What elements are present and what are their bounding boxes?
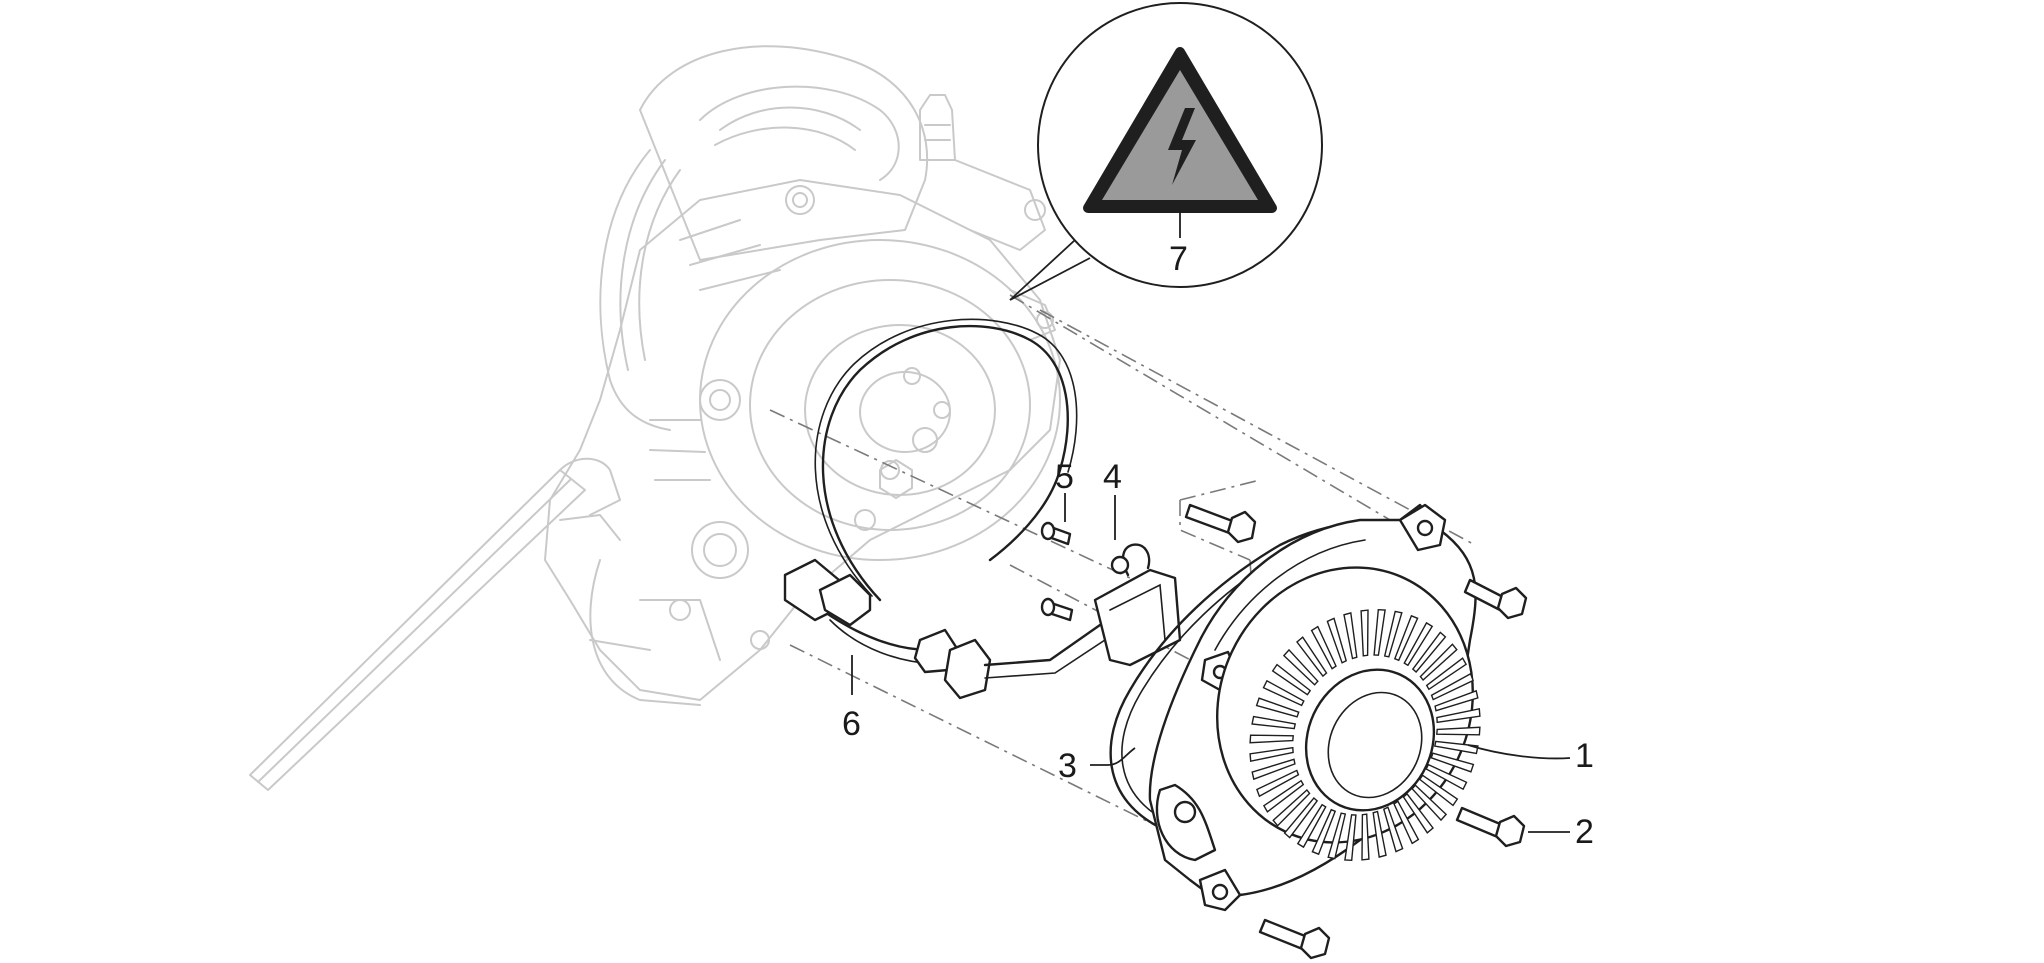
cooling-slot — [1434, 689, 1479, 712]
cooling-slot — [1251, 715, 1297, 730]
cooling-slot — [1327, 812, 1347, 860]
cooling-slot — [1425, 763, 1468, 791]
cooling-slot — [1430, 752, 1475, 773]
cooling-slot — [1256, 769, 1300, 798]
cooling-slot — [1283, 796, 1319, 839]
cooling-slot — [1419, 643, 1458, 682]
cooling-slot — [1311, 808, 1337, 856]
part-1-flywheel-cover — [1148, 503, 1481, 912]
cooling-slot — [1411, 631, 1447, 674]
callout-2: 2 — [1575, 813, 1594, 851]
cooling-slot — [1262, 779, 1305, 813]
cooling-slot — [1249, 746, 1294, 763]
callout-7: 7 — [1169, 240, 1188, 278]
cooling-slot — [1383, 610, 1403, 658]
cooling-slot — [1282, 648, 1319, 686]
cooling-slot — [1372, 810, 1387, 858]
cooling-slot — [1425, 657, 1468, 691]
cooling-slot — [1296, 803, 1327, 849]
cooling-slot — [1436, 726, 1481, 736]
callout-4: 4 — [1103, 458, 1122, 496]
cooling-slot — [1361, 813, 1370, 861]
cooling-slot — [1271, 663, 1312, 696]
cooling-slot — [1436, 707, 1481, 724]
cooling-slot — [1255, 697, 1300, 718]
cooling-slot — [1382, 806, 1404, 853]
part-2-bolts — [1184, 503, 1528, 960]
cooling-slot — [1403, 621, 1434, 667]
cooling-slot — [1360, 609, 1369, 657]
cooling-slot — [1433, 740, 1479, 755]
cooling-slot — [1343, 612, 1358, 660]
part-6-pickup-coil-cable — [783, 318, 1149, 700]
callout-3: 3 — [1058, 747, 1077, 785]
cooling-slot — [1393, 614, 1419, 662]
cooling-slot — [1373, 608, 1386, 656]
engine-crankcase-ghost — [249, 45, 1061, 791]
cooling-slot — [1430, 672, 1474, 701]
part-7-warning-label-balloon — [1009, 2, 1323, 301]
cooling-slot — [1262, 679, 1305, 707]
callout-6: 6 — [842, 705, 861, 743]
cooling-slot — [1310, 625, 1337, 670]
cooling-slot — [1326, 617, 1348, 664]
cooling-slot — [1344, 814, 1357, 862]
callout-leaders — [851, 493, 1571, 833]
callout-1: 1 — [1575, 737, 1594, 775]
part-5-screws — [1040, 521, 1074, 622]
cover-cooling-slots — [1249, 608, 1481, 862]
part-4-sensor-bracket — [1093, 543, 1182, 667]
cooling-slot — [1251, 758, 1296, 781]
cooling-slot — [1272, 788, 1311, 827]
cooling-slot — [1393, 800, 1420, 845]
callout-5: 5 — [1055, 458, 1074, 496]
cooling-slot — [1249, 734, 1294, 744]
cooling-slot — [1296, 636, 1328, 678]
